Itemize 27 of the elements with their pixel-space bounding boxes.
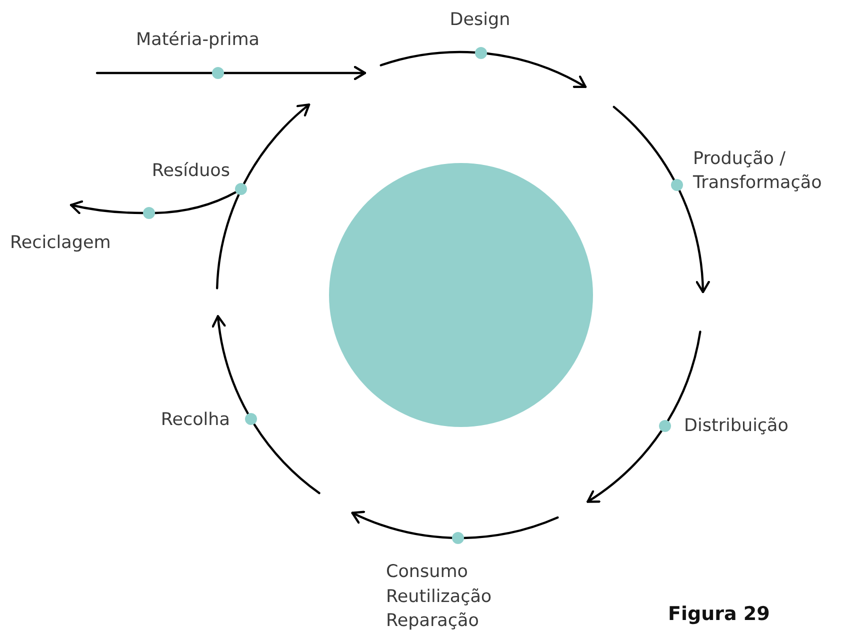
arrow bbox=[486, 52, 587, 89]
stage-dot bbox=[452, 532, 464, 544]
stage-dot bbox=[658, 420, 671, 432]
arrow bbox=[212, 315, 250, 416]
arrow bbox=[70, 200, 144, 214]
stage-label: Consumo bbox=[386, 561, 469, 584]
stage-dot bbox=[475, 46, 488, 59]
stage-dot bbox=[143, 207, 155, 219]
arrow bbox=[678, 190, 710, 294]
stage-label: Matéria-prima bbox=[136, 29, 260, 52]
arrow bbox=[586, 429, 663, 503]
stage-label: Produção / Transformação bbox=[693, 148, 823, 195]
stage-label: Design bbox=[448, 9, 512, 32]
stage-dot bbox=[245, 413, 258, 426]
stage-label: Reparação bbox=[386, 610, 480, 633]
stage-label: Reciclagem bbox=[10, 232, 112, 255]
stage-dot bbox=[212, 67, 224, 79]
stage-label: Recolha bbox=[160, 409, 230, 432]
stage-label: Distribuição bbox=[684, 415, 790, 438]
stage-dot bbox=[235, 182, 248, 195]
figure-caption: Figura 29 bbox=[668, 603, 770, 625]
stage-label: Resíduos bbox=[150, 160, 230, 183]
stage-label: Reutilização bbox=[386, 586, 493, 609]
arrow bbox=[243, 103, 310, 185]
arrow bbox=[222, 66, 366, 80]
stage-dot bbox=[670, 179, 683, 192]
arrow bbox=[351, 510, 453, 539]
